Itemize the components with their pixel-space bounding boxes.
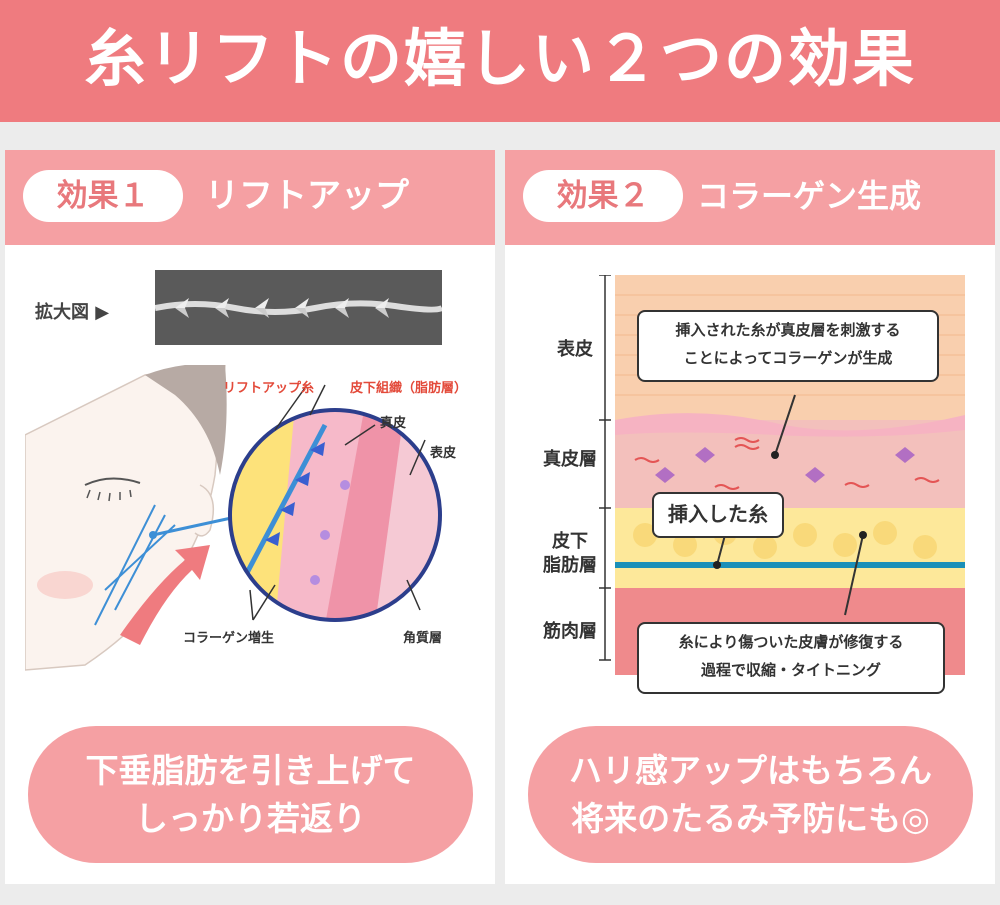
callout-tightening-line-1: 糸により傷ついた皮膚が修復する — [678, 633, 904, 651]
layer-label-dermis: 真皮層 — [543, 449, 597, 470]
layer-label-muscle: 筋肉層 — [543, 621, 597, 642]
layer-label-epidermis: 表皮 — [557, 339, 593, 360]
callout-thread: 挿入した糸 — [652, 492, 784, 538]
callout-collagen-line-2: ことによってコラーゲンが生成 — [683, 349, 893, 367]
effect-1-summary: 下垂脂肪を引き上げて しっかり若返り — [28, 726, 473, 863]
effect-2-panel: 効果２ コラーゲン生成 — [505, 150, 995, 884]
label-collagen: コラーゲン増生 — [183, 631, 275, 646]
effect-1-summary-line-2: しっかり若返り — [135, 798, 366, 838]
effect-2-header: 効果２ コラーゲン生成 — [505, 150, 995, 245]
layer-label-fat-line-1: 皮下 — [552, 531, 588, 552]
label-subcutaneous: 皮下組織（脂肪層） — [350, 381, 468, 396]
label-stratum: 角質層 — [403, 631, 443, 646]
callout-collagen: 挿入された糸が真皮層を刺激する ことによってコラーゲンが生成 — [637, 310, 939, 382]
effect-2-summary: ハリ感アップはもちろん 将来のたるみ予防にも◎ — [528, 726, 973, 863]
effect-1-summary-line-1: 下垂脂肪を引き上げて — [85, 750, 416, 790]
layer-label-fat: 皮下 脂肪層 — [530, 530, 610, 578]
callout-collagen-line-1: 挿入された糸が真皮層を刺激する — [675, 321, 901, 339]
effect-1-title: リフトアップ — [205, 176, 409, 216]
zoom-label: 拡大図 ▶ — [35, 302, 110, 323]
label-lift-thread: リフトアップ糸 — [223, 381, 315, 396]
callout-tightening: 糸により傷ついた皮膚が修復する 過程で収縮・タイトニング — [637, 622, 945, 694]
label-epidermis: 表皮 — [430, 446, 457, 461]
thread-closeup-image — [154, 270, 444, 345]
effect-2-summary-line-1: ハリ感アップはもちろん — [569, 750, 932, 790]
effect-2-title: コラーゲン生成 — [697, 177, 922, 215]
callout-tightening-line-2: 過程で収縮・タイトニング — [700, 661, 881, 679]
effect-1-badge: 効果１ — [23, 170, 183, 222]
label-dermis: 真皮 — [380, 416, 407, 431]
effect-2-summary-line-2: 将来のたるみ予防にも◎ — [571, 798, 930, 838]
face-illustration — [25, 365, 442, 671]
effect-1-header: 効果１ リフトアップ — [5, 150, 495, 245]
page-title: 糸リフトの嬉しい２つの効果 — [83, 22, 916, 95]
thread-closeup-icon — [154, 270, 444, 345]
title-banner: 糸リフトの嬉しい２つの効果 — [0, 0, 1000, 122]
effect-1-panel: 効果１ リフトアップ 拡大図 ▶ — [5, 150, 495, 884]
layer-label-fat-line-2: 脂肪層 — [543, 555, 597, 576]
effect-2-badge: 効果２ — [523, 170, 683, 222]
